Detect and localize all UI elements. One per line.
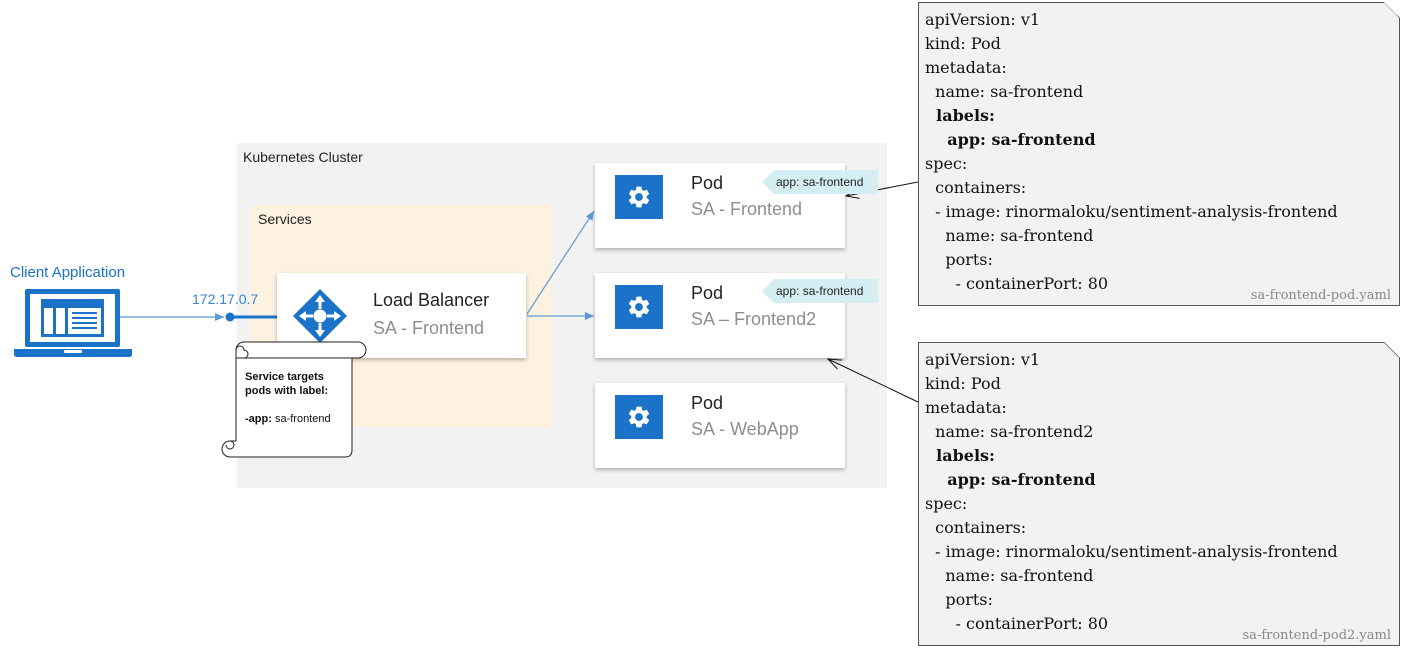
note-line-2: pods with label:	[245, 385, 329, 397]
pod-3-subtitle: SA - WebApp	[691, 419, 799, 439]
yaml-2-line: name: sa-frontend	[925, 566, 1094, 585]
load-balancer-card[interactable]: Load Balancer SA - Frontend	[277, 273, 526, 358]
yaml-1-line: containers:	[925, 178, 1027, 197]
note-label-key: -app:	[245, 413, 272, 425]
yaml-2-line: apiVersion: v1	[925, 350, 1041, 369]
yaml-2-line: - containerPort: 80	[925, 614, 1109, 633]
pod-3-title: Pod	[691, 393, 724, 413]
pod-1-label-tag: app: sa-frontend	[762, 170, 878, 194]
load-balancer-subtitle: SA - Frontend	[373, 318, 485, 338]
yaml-1-content: apiVersion: v1 kind: Pod metadata: name:…	[925, 8, 1338, 296]
gear-icon	[615, 395, 663, 439]
yaml-2-line: ports:	[925, 590, 993, 609]
note-line-1: Service targets	[245, 371, 324, 383]
yaml-2-line: kind: Pod	[925, 374, 1001, 393]
yaml-1-line: - image: rinormaloku/sentiment-analysis-…	[925, 202, 1338, 221]
yaml-2-line: containers:	[925, 518, 1027, 537]
cluster-title: Kubernetes Cluster	[243, 149, 363, 165]
yaml-1-filename: sa-frontend-pod.yaml	[1250, 288, 1391, 303]
yaml-1-line: labels:	[925, 106, 995, 125]
note-label-value: sa-frontend	[271, 413, 331, 425]
pod-2-tag-text: app: sa-frontend	[776, 284, 864, 298]
laptop-icon	[14, 289, 132, 357]
yaml-2-content: apiVersion: v1 kind: Pod metadata: name:…	[925, 348, 1338, 636]
note-label-line: -app: sa-frontend	[245, 412, 331, 426]
pod-2-label-tag: app: sa-frontend	[762, 279, 878, 303]
load-balancer-title: Load Balancer	[373, 290, 490, 310]
yaml-1-line: name: sa-frontend	[925, 226, 1094, 245]
yaml-1-line: metadata:	[925, 58, 1007, 77]
scroll-note-shape	[221, 341, 367, 458]
pod-1-title: Pod	[691, 173, 724, 193]
yaml-2-line: spec:	[925, 494, 968, 513]
yaml-2-line: - image: rinormaloku/sentiment-analysis-…	[925, 542, 1338, 561]
yaml-1-line: - containerPort: 80	[925, 274, 1109, 293]
yaml-1-line: ports:	[925, 250, 993, 269]
yaml-note-sa-frontend-pod2: apiVersion: v1 kind: Pod metadata: name:…	[918, 342, 1400, 646]
services-title: Services	[258, 211, 312, 227]
lb-to-pod1-arrow	[526, 210, 595, 315]
yaml-1-line: name: sa-frontend	[925, 82, 1084, 101]
yaml-2-line: app: sa-frontend	[925, 470, 1096, 489]
yaml-1-line: apiVersion: v1	[925, 10, 1041, 29]
client-application-label: Client Application	[10, 264, 126, 281]
ip-endpoint-dot	[225, 312, 235, 322]
yaml2-to-pod2-arrow	[828, 359, 919, 403]
pod-card-sa-webapp[interactable]: Pod SA - WebApp	[595, 383, 845, 468]
yaml-2-line: name: sa-frontend2	[925, 422, 1094, 441]
service-selector-note: Service targets pods with label: -app: s…	[245, 370, 331, 426]
gear-icon	[615, 175, 663, 219]
yaml-2-line: metadata:	[925, 398, 1007, 417]
pod-card-sa-frontend[interactable]: Pod SA - Frontend	[595, 163, 845, 248]
load-balancer-icon	[293, 289, 347, 343]
pod-1-tag-text: app: sa-frontend	[776, 175, 864, 189]
yaml-1-line: app: sa-frontend	[925, 130, 1096, 149]
yaml-note-sa-frontend-pod: apiVersion: v1 kind: Pod metadata: name:…	[918, 2, 1400, 306]
yaml-2-filename: sa-frontend-pod2.yaml	[1242, 628, 1392, 643]
gear-icon	[615, 285, 663, 329]
pod-2-title: Pod	[691, 283, 724, 303]
service-ip-label: 172.17.0.7	[192, 291, 259, 307]
pod-2-subtitle: SA – Frontend2	[691, 309, 817, 329]
yaml-2-line: labels:	[925, 446, 995, 465]
yaml-1-line: kind: Pod	[925, 34, 1001, 53]
yaml-1-line: spec:	[925, 154, 968, 173]
pod-1-subtitle: SA - Frontend	[691, 199, 803, 219]
